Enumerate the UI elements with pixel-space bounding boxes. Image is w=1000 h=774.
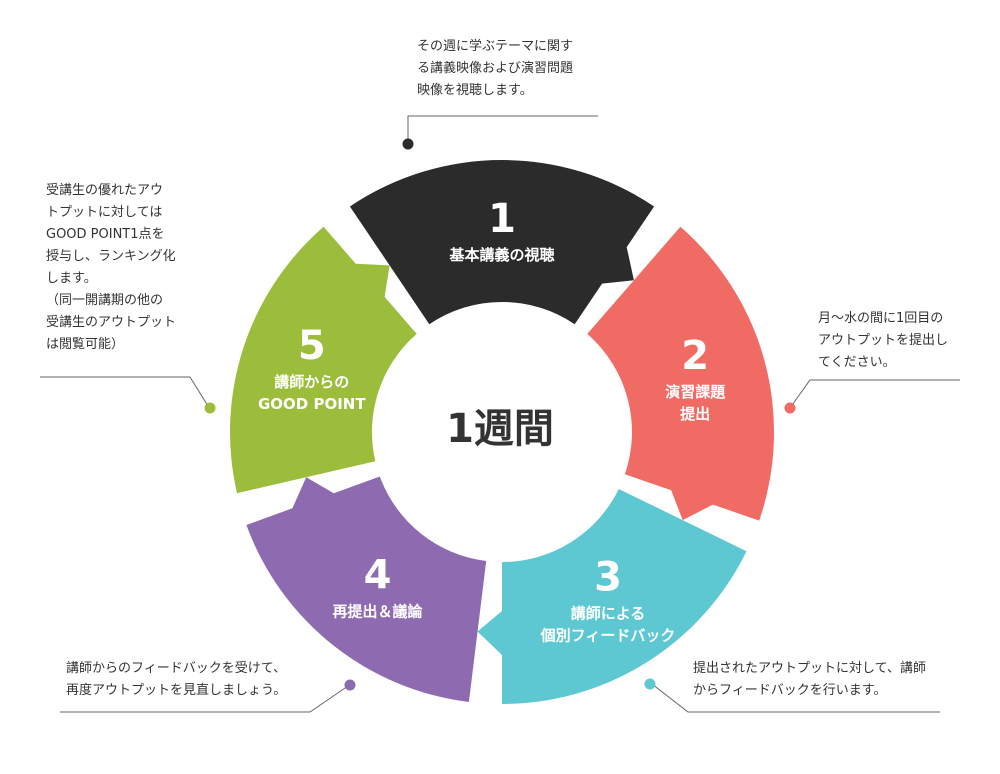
note-connectors: [40, 115, 960, 713]
step3-connector-line: [651, 683, 940, 713]
note-line: します。: [46, 271, 97, 286]
step1-label: 基本講義の視聴: [448, 246, 554, 264]
note-line: （同一開講期の他の: [46, 293, 164, 308]
note-line: からフィードバックを行います。: [693, 683, 887, 698]
step3-segment: [477, 489, 747, 704]
step5-connector-line: [40, 376, 209, 407]
step3-note: 提出されたアウトプットに対して、講師からフィードバックを行います。: [693, 658, 926, 702]
step2-connector-dot: [784, 402, 796, 414]
step4-connector-dot: [344, 679, 356, 691]
step1-note: その週に学ぶテーマに関する講義映像および演習問題映像を視聴します。: [417, 36, 573, 102]
step1-number: 1: [488, 196, 516, 242]
note-line: る講義映像および演習問題: [417, 61, 574, 76]
step3-label: 個別フィードバック: [540, 627, 676, 645]
step5-label: 講師からの: [274, 373, 349, 391]
note-line: GOOD POINT1点を: [46, 227, 165, 242]
step1-segment: [349, 159, 655, 325]
step2-label: 提出: [680, 405, 710, 423]
note-line: 講師からのフィードバックを受けて、: [66, 661, 287, 676]
note-line: 提出されたアウトプットに対して、講師: [693, 661, 926, 676]
step2-number: 2: [681, 333, 709, 379]
step2-segment: [587, 226, 775, 521]
step5-segment: [230, 226, 417, 494]
step2-label: 演習課題: [665, 383, 726, 401]
note-line: 月〜水の間に1回目の: [818, 311, 944, 326]
cycle-segments: [230, 159, 775, 704]
step4-number: 4: [364, 553, 392, 599]
note-line: は閲覧可能）: [46, 337, 125, 352]
step1-connector-line: [407, 115, 598, 142]
note-line: 授与し、ランキング化: [46, 249, 176, 264]
step2-note: 月〜水の間に1回目のアウトプットを提出してください。: [818, 308, 948, 374]
step3-number: 3: [594, 555, 622, 601]
center-title: 1週間: [446, 406, 554, 452]
note-line: 受講生の優れたアウ: [46, 183, 164, 198]
step3-connector-dot: [644, 678, 656, 690]
step4-note: 講師からのフィードバックを受けて、再度アウトプットを見直しましょう。: [66, 658, 286, 702]
note-line: 受講生のアウトプット: [46, 315, 177, 330]
step3-label: 講師による: [571, 605, 646, 623]
step5-label: GOOD POINT: [258, 395, 366, 413]
step4-connector-line: [60, 685, 349, 713]
note-line: その週に学ぶテーマに関す: [417, 39, 574, 54]
note-line: トプットに対しては: [46, 205, 163, 220]
step1-connector-dot: [402, 138, 414, 150]
step5-note: 受講生の優れたアウトプットに対しては GOOD POINT1点を授与し、ランキング…: [46, 180, 176, 356]
step2-connector-line: [789, 379, 960, 409]
step4-label: 再提出＆議論: [332, 603, 423, 621]
step5-connector-dot: [204, 402, 216, 414]
note-line: てください。: [818, 355, 896, 370]
step4-segment: [246, 476, 487, 702]
note-line: 映像を視聴します。: [417, 83, 533, 98]
note-line: アウトプットを提出し: [818, 333, 949, 348]
step5-number: 5: [298, 323, 326, 369]
note-line: 再度アウトプットを見直しましょう。: [66, 683, 287, 698]
